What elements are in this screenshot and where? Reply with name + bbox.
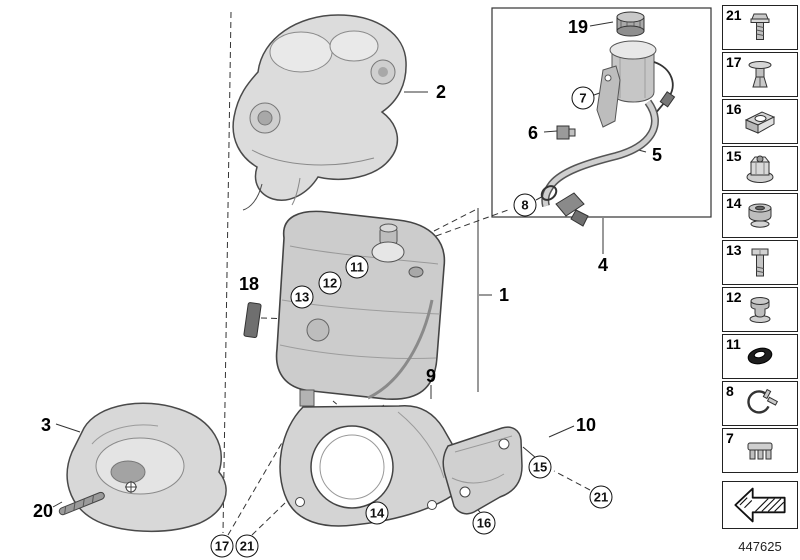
- callout-15-circled[interactable]: 15: [528, 455, 552, 479]
- inset-box: [491, 7, 712, 218]
- sidebar-cell-8[interactable]: 8: [722, 381, 798, 426]
- parts-sidebar: 21 17 16: [722, 5, 798, 529]
- rubber-mount-icon: [749, 296, 771, 323]
- fitting: [556, 125, 570, 140]
- sidebar-cell-16[interactable]: 16: [722, 99, 798, 144]
- flange-screw-icon: [750, 13, 770, 40]
- callout-21-circled-right[interactable]: 21: [589, 485, 613, 509]
- clamp: [540, 185, 558, 201]
- callout-11-circled[interactable]: 11: [345, 255, 369, 279]
- hose-clamp-icon: [747, 388, 779, 414]
- sidebar-cell-14[interactable]: 14: [722, 193, 798, 238]
- callout-10[interactable]: 10: [575, 415, 597, 435]
- sidebar-cell-label: 11: [726, 336, 741, 352]
- part-10-bracket: [442, 426, 523, 515]
- front-direction-arrow-icon: [734, 487, 786, 523]
- sidebar-cell-label: 14: [726, 195, 742, 211]
- callout-18[interactable]: 18: [238, 274, 260, 294]
- callout-14-circled[interactable]: 14: [365, 501, 389, 525]
- part-1-scr-tank: [275, 210, 446, 407]
- callout-13-circled[interactable]: 13: [290, 285, 314, 309]
- sidebar-cell-21[interactable]: 21: [722, 5, 798, 50]
- part-9-bracket: [279, 404, 465, 527]
- callout-4[interactable]: 4: [597, 255, 609, 275]
- sidebar-cell-13[interactable]: 13: [722, 240, 798, 285]
- callout-17-circled[interactable]: 17: [210, 534, 234, 558]
- line-connector: [555, 192, 585, 217]
- rubber-ring-icon: [747, 347, 773, 364]
- callout-20[interactable]: 20: [32, 501, 54, 521]
- grommet-icon: [748, 203, 772, 228]
- sidebar-cell-label: 15: [726, 148, 742, 164]
- sidebar-cell-17[interactable]: 17: [722, 52, 798, 97]
- part-18-pad: [243, 302, 262, 339]
- callout-21-circled-bottom[interactable]: 21: [235, 534, 259, 558]
- inset-assembly: [491, 7, 712, 227]
- holder-bracket: [596, 65, 621, 128]
- direction-arrow-cell: [722, 481, 798, 529]
- part-3-lower-cover: [66, 402, 227, 533]
- sidebar-cell-label: 17: [726, 54, 742, 70]
- sidebar-cell-label: 12: [726, 289, 742, 305]
- sidebar-cell-label: 21: [726, 7, 742, 23]
- callout-2[interactable]: 2: [435, 82, 447, 102]
- part-2-acoustic-cover: [232, 14, 407, 211]
- expansion-rivet-icon: [748, 60, 772, 87]
- callout-3[interactable]: 3: [40, 415, 52, 435]
- sidebar-cell-label: 8: [726, 383, 734, 399]
- callout-6[interactable]: 6: [527, 123, 539, 143]
- line-clip-icon: [747, 442, 773, 459]
- callout-12-circled[interactable]: 12: [318, 271, 342, 295]
- sidebar-cell-label: 16: [726, 101, 742, 117]
- sidebar-cell-15[interactable]: 15: [722, 146, 798, 191]
- clip-nut-icon: [744, 110, 776, 134]
- delivery-module: [609, 40, 657, 103]
- filler-cap: [616, 11, 645, 37]
- sidebar-cell-11[interactable]: 11: [722, 334, 798, 379]
- callout-5[interactable]: 5: [651, 145, 663, 165]
- callout-1[interactable]: 1: [498, 285, 510, 305]
- callout-7-circled[interactable]: 7: [571, 86, 595, 110]
- sidebar-cell-label: 7: [726, 430, 734, 446]
- hex-bolt-icon: [751, 248, 769, 276]
- sidebar-cell-label: 13: [726, 242, 742, 258]
- callout-8-circled[interactable]: 8: [513, 193, 537, 217]
- part-20-pin: [58, 491, 105, 516]
- plastic-nut-icon: [746, 155, 774, 183]
- callout-9[interactable]: 9: [425, 366, 437, 386]
- sidebar-cell-12[interactable]: 12: [722, 287, 798, 332]
- doc-number: 447625: [738, 539, 782, 554]
- callout-16-circled[interactable]: 16: [472, 511, 496, 535]
- callout-19[interactable]: 19: [567, 17, 589, 37]
- sidebar-cell-7[interactable]: 7: [722, 428, 798, 473]
